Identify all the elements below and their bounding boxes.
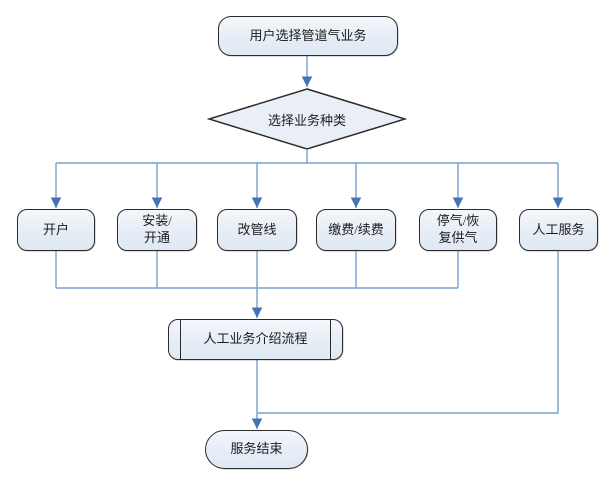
node-label: 服务结束 — [230, 441, 283, 457]
connector-distributor-rail — [56, 150, 558, 164]
node-label: 人工业务介绍流程 — [203, 331, 308, 347]
connector-group — [50, 56, 564, 429]
predefined-process-bar — [180, 320, 181, 359]
node-label: 人工服务 — [532, 221, 585, 237]
node-decision: 选择业务种类 — [207, 88, 407, 150]
diamond-outline — [207, 88, 407, 150]
node-label: 停气/恢 复供气 — [436, 213, 480, 245]
diamond-shape — [207, 88, 407, 150]
node-service-end: 服务结束 — [205, 430, 308, 469]
node-manual-service: 人工服务 — [519, 209, 598, 251]
node-label: 开户 — [42, 221, 69, 237]
node-manual-intro-process: 人工业务介绍流程 — [168, 319, 343, 360]
connector-manual-service-to-end — [257, 251, 559, 414]
node-label: 用户选择管道气业务 — [249, 27, 367, 43]
connector-collector-rail — [55, 251, 459, 289]
node-pay-renew: 缴费/续费 — [316, 209, 396, 251]
node-change-pipeline: 改管线 — [217, 209, 297, 251]
node-label: 选择业务种类 — [267, 112, 346, 128]
node-label: 改管线 — [237, 221, 277, 237]
node-start: 用户选择管道气业务 — [218, 16, 398, 56]
node-install-activate: 安装/ 开通 — [117, 209, 197, 251]
node-label: 缴费/续费 — [328, 221, 384, 237]
node-open-account: 开户 — [17, 209, 95, 251]
node-label: 安装/ 开通 — [142, 213, 172, 245]
node-stop-resume-gas: 停气/恢 复供气 — [419, 209, 497, 251]
predefined-process-bar — [330, 320, 331, 359]
